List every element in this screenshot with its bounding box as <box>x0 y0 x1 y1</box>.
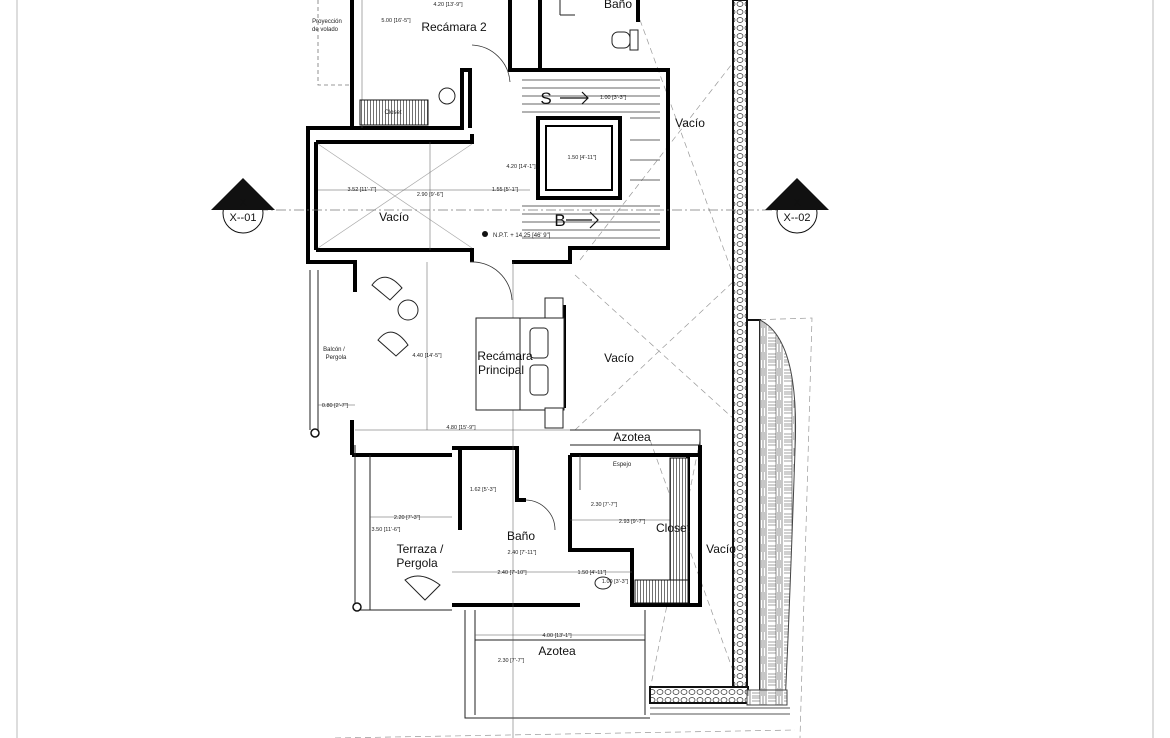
dimension-label: 4.40 [14'-5"] <box>412 353 442 359</box>
room-label-closet-bottom: Closet <box>656 521 691 535</box>
dimension-label: 2.40 [7'-10"] <box>497 570 527 576</box>
level-marker-text: N.P.T. + 14.25 [46' 9"] <box>493 233 551 239</box>
room-label-closet-top: Closet <box>384 110 401 116</box>
label-proyeccion-line2: de volado <box>312 27 339 33</box>
room-label-vacio-right-bottom: Vacío <box>706 542 736 556</box>
section-marker-left-bottom: X--01 <box>230 212 257 224</box>
dimension-label: 3.50 [11'-6"] <box>372 527 401 533</box>
room-label-recamara-2: Recámara 2 <box>421 20 487 34</box>
label-balcon-line2: Pergola <box>326 355 347 361</box>
section-marker-right-bottom: X--02 <box>784 212 811 224</box>
room-label-vacio-right-top: Vacío <box>675 116 705 130</box>
stair-up-symbol: S <box>540 89 551 108</box>
dimension-label: 1.00 [3'-3"] <box>600 95 627 101</box>
dimension-label: 5.00 [16'-5"] <box>381 18 411 24</box>
dimension-label: 1.50 [4'-11"] <box>578 570 607 576</box>
room-label-azotea-bottom: Azotea <box>538 644 576 658</box>
dimension-label: 2.93 [9'-7"] <box>619 519 646 525</box>
label-espejo: Espejo <box>613 462 632 468</box>
room-label-vacio-right-mid: Vacío <box>604 351 634 365</box>
section-marker-right-top: X <box>793 197 801 209</box>
section-marker-right: X X--02 <box>765 178 829 234</box>
label-proyeccion-line1: Proyección <box>312 19 342 25</box>
dimension-label: 1.62 [5'-3"] <box>470 487 497 493</box>
room-label-recamara-principal-line1: Recámara <box>477 349 533 363</box>
room-label-bano-top: Baño <box>604 0 632 11</box>
section-marker-left: X X--01 <box>211 178 275 234</box>
section-marker-left-top: X <box>239 197 247 209</box>
level-marker: N.P.T. + 14.25 [46' 9"] <box>482 231 551 239</box>
dimension-label: 1.50 [4'-11"] <box>568 155 597 161</box>
dimension-label: 0.80 [2'-7"] <box>322 403 349 409</box>
label-balcon-line1: Balcón / <box>323 347 345 353</box>
dimension-label: 4.80 [15'-9"] <box>446 425 476 431</box>
dimension-label: 2.20 [7'-3"] <box>394 515 421 521</box>
dimension-label: 1.55 [5'-1"] <box>492 187 519 193</box>
room-label-bano-bottom: Baño <box>507 529 535 543</box>
room-label-terraza-line1: Terraza / <box>397 542 444 556</box>
stair-down-symbol: B <box>554 211 565 230</box>
room-label-terraza-line2: Pergola <box>396 556 438 570</box>
dimension-label: 2.30 [7'-7"] <box>498 658 525 664</box>
dimension-label: 4.20 [14'-1"] <box>506 164 536 170</box>
dimension-label: 4.20 [13'-9"] <box>433 2 463 8</box>
room-label-recamara-principal-line2: Principal <box>478 363 524 377</box>
dimension-label: 2.30 [7'-7"] <box>591 502 618 508</box>
room-label-azotea-mid: Azotea <box>613 430 651 444</box>
dimension-label: 2.90 [9'-6"] <box>417 192 444 198</box>
dimension-label: 2.40 [7'-11"] <box>508 550 537 556</box>
dimension-label: 4.00 [13'-1"] <box>542 633 572 639</box>
dimension-label: 1.00 [3'-3"] <box>602 579 629 585</box>
dimension-label: 3.52 [11'-7"] <box>348 187 377 193</box>
room-label-vacio-center: Vacío <box>379 210 409 224</box>
